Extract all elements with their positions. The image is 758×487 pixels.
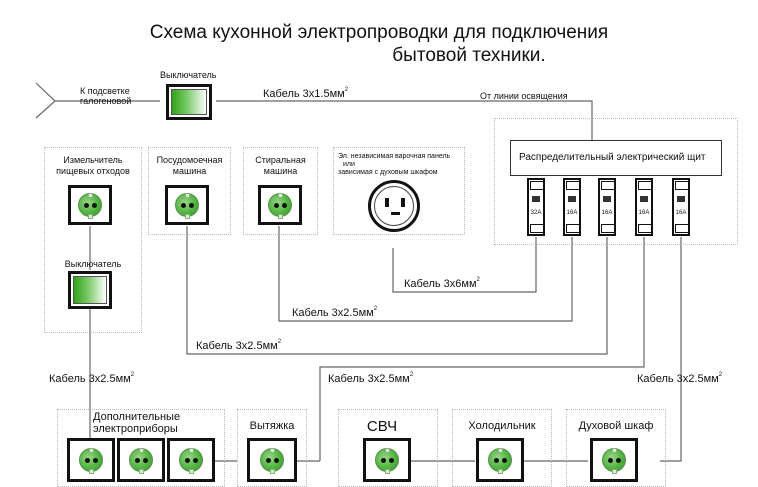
cable-text: Кабель 3х2.5мм	[637, 373, 719, 385]
top-light-switch[interactable]	[166, 84, 212, 120]
cable-label-dishwasher: Кабель 3х2.5мм2	[196, 339, 282, 352]
cable-superscript: 2	[373, 306, 378, 312]
cable-superscript: 2	[476, 277, 480, 283]
cable-text: Кабель 3х2.5мм	[292, 307, 374, 319]
hob-label-line1: Эл. независимая варочная панель	[338, 153, 451, 160]
cable-text: Кабель 3х2.5мм	[196, 340, 278, 352]
hood-socket[interactable]	[247, 438, 297, 482]
wire-dishwasher	[186, 226, 608, 355]
waste-disposer-label-line2: пищевых отходов	[56, 166, 130, 176]
cable-superscript: 2	[130, 372, 135, 378]
washing-machine-area	[243, 147, 318, 235]
oven-socket[interactable]	[590, 438, 638, 482]
waste-disposer-socket[interactable]	[68, 185, 112, 225]
hob-label-line2: или	[343, 161, 355, 168]
cable-superscript: 2	[277, 339, 282, 345]
breaker-rating: 16A	[675, 210, 687, 216]
cable-label-washing-machine: Кабель 3х2.5мм2	[292, 306, 378, 319]
socket-icon	[488, 448, 512, 474]
breaker-lever-icon	[603, 196, 611, 202]
lighting-label-line2: галогеновой	[80, 96, 132, 106]
breaker-lever-icon	[532, 196, 540, 202]
distribution-panel-area	[494, 118, 738, 245]
breaker-2[interactable]: 16A	[563, 178, 581, 236]
extra-label-line2: электроприборы	[93, 423, 178, 435]
fridge-label: Холодильник	[468, 420, 536, 432]
cable-text: Кабель 3х1.5мм	[263, 88, 345, 100]
disposer-switch-label: Выключатель	[64, 259, 122, 269]
cable-superscript: 2	[344, 87, 349, 93]
washing-machine-label-line1: Стиральная	[255, 155, 306, 165]
microwave-label: СВЧ	[366, 418, 398, 435]
cable-label-disposer: Кабель 3х2.5мм2	[49, 372, 135, 385]
switch-rocker-icon	[73, 276, 107, 304]
wire-lighting-fork	[35, 82, 56, 119]
waste-disposer-area	[44, 147, 142, 333]
extra-socket-1[interactable]	[67, 438, 115, 482]
socket-icon	[175, 193, 199, 219]
extra-socket-3[interactable]	[167, 438, 215, 482]
dishwasher-label-line2: машина	[172, 166, 207, 176]
microwave-socket[interactable]	[363, 438, 411, 482]
socket-icon	[268, 193, 292, 219]
switch-rocker-icon	[171, 89, 207, 115]
fridge-socket[interactable]	[476, 438, 524, 482]
cable-text: Кабель 3х2.5мм	[49, 373, 131, 385]
lighting-label-line1: К подсветке	[80, 86, 130, 96]
cable-superscript: 2	[718, 372, 723, 378]
breaker-rating: 32A	[530, 210, 542, 216]
waste-disposer-label-line1: Измельчитель	[63, 155, 123, 165]
cable-label-hood-group: Кабель 3х2.5мм2	[328, 372, 414, 385]
oven-label: Духовой шкаф	[578, 420, 654, 432]
breaker-4[interactable]: 16A	[635, 178, 653, 236]
socket-icon	[260, 448, 284, 474]
breaker-5[interactable]: 16A	[672, 178, 690, 236]
from-lighting-label: От линии освящения	[480, 91, 568, 101]
hob-area	[333, 147, 465, 235]
wire-oven-group	[660, 237, 682, 462]
wire-hood-group	[319, 237, 645, 461]
wire-lighting-main	[55, 100, 593, 143]
page-title-line2: бытовой техники.	[392, 45, 546, 66]
cable-superscript: 2	[409, 372, 414, 378]
breaker-lever-icon	[640, 196, 648, 202]
cable-label-hob: Кабель 3х6мм2	[404, 277, 480, 290]
wire-hob	[392, 237, 537, 293]
disposer-switch[interactable]	[68, 271, 112, 309]
cable-label-oven-group: Кабель 3х2.5мм2	[637, 372, 723, 385]
breaker-rating: 16A	[601, 210, 613, 216]
breaker-lever-icon	[677, 196, 685, 202]
distribution-panel-label: Распределительный электрический щит	[510, 140, 722, 176]
washing-machine-socket[interactable]	[258, 185, 302, 225]
cable-text: Кабель 3х6мм	[404, 278, 477, 290]
top-switch-label: Выключатель	[160, 70, 217, 80]
dishwasher-socket[interactable]	[165, 185, 209, 225]
breaker-rating: 16A	[566, 210, 578, 216]
socket-icon	[375, 448, 399, 474]
wire-washing-machine	[278, 226, 573, 322]
top-cable-label: Кабель 3х1.5мм2	[263, 87, 349, 100]
washing-machine-label-line2: машина	[263, 166, 298, 176]
socket-icon	[79, 448, 103, 474]
breaker-lever-icon	[568, 196, 576, 202]
dishwasher-label-line1: Посудомоечная	[156, 155, 223, 165]
cable-text: Кабель 3х2.5мм	[328, 373, 410, 385]
breaker-rating: 16A	[638, 210, 650, 216]
breaker-3[interactable]: 16A	[598, 178, 616, 236]
socket-icon	[78, 193, 102, 219]
extra-label-line1: Дополнительные	[93, 411, 181, 423]
hood-label: Вытяжка	[249, 420, 295, 432]
extra-socket-2[interactable]	[117, 438, 165, 482]
page-title-line1: Схема кухонной электропроводки для подкл…	[149, 22, 609, 43]
breaker-1[interactable]: 32A	[527, 178, 545, 236]
socket-icon	[602, 448, 626, 474]
socket-icon	[129, 448, 153, 474]
dishwasher-area	[148, 147, 231, 235]
socket-icon	[179, 448, 203, 474]
hob-label-line3: зависимая с духовым шкафом	[338, 169, 438, 176]
hob-power-socket[interactable]	[368, 180, 420, 232]
